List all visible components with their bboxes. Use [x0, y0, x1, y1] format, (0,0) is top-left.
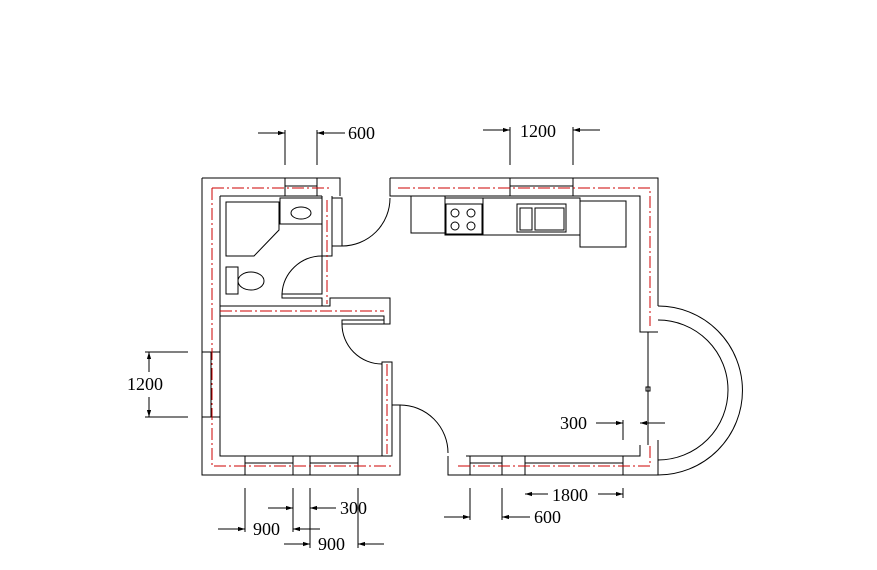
door-entry — [341, 197, 391, 247]
kitchen-counter — [410, 196, 627, 248]
bathtub — [225, 201, 280, 257]
dim-label-top-kitchen: 1200 — [520, 121, 556, 141]
dim-label-right-offset: 300 — [560, 413, 587, 433]
window-top-kitchen — [509, 177, 574, 197]
dim-top-kitchen: 1200 — [483, 121, 600, 165]
dim-label-bottom-mullion: 300 — [340, 498, 367, 518]
dim-label-bottom-mid: 900 — [318, 534, 345, 554]
centerline-markings — [211, 187, 651, 467]
toilet — [225, 266, 265, 295]
dim-label-bottom-right-window: 600 — [534, 507, 561, 527]
dim-right-offset: 300 — [560, 413, 665, 440]
door-bathroom — [281, 255, 323, 295]
dim-label-left-window: 1200 — [127, 374, 163, 394]
dim-left-window: 1200 — [127, 351, 188, 418]
door-bedroom — [341, 323, 383, 365]
dim-label-top-bath: 600 — [348, 123, 375, 143]
sink-icon — [516, 203, 567, 233]
exterior-walls — [201, 177, 659, 476]
dim-top-bath: 600 — [258, 123, 375, 165]
dim-label-bottom-left: 900 — [253, 519, 280, 539]
window-top-bath — [284, 177, 318, 197]
dim-bottom-right: 1800 600 — [444, 485, 624, 527]
door-front — [399, 404, 449, 454]
stove-icon — [445, 203, 483, 235]
dim-label-bottom-right-span: 1800 — [552, 485, 588, 505]
washbasin — [279, 197, 323, 225]
dim-bottom-left: 900 300 900 — [218, 488, 384, 554]
bay-window — [645, 305, 743, 476]
window-left — [201, 351, 221, 418]
